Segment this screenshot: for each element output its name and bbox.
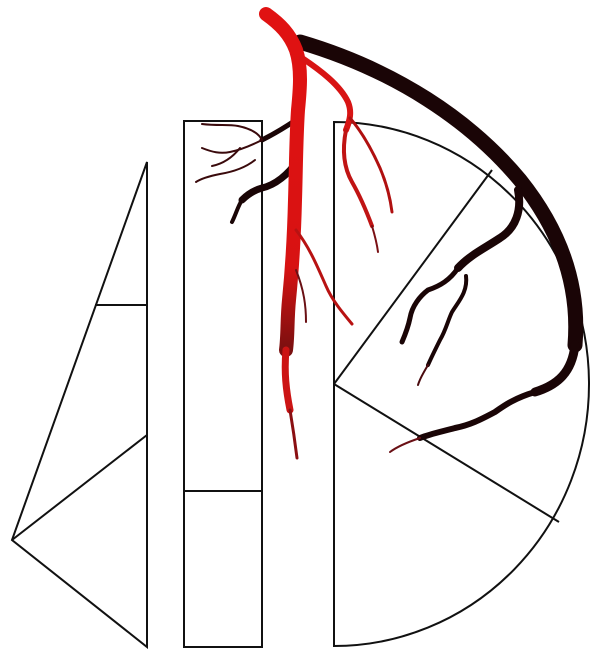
dark-vessel-left-upper-fine-1: [202, 140, 262, 153]
red-vessel-right-branch-tip: [372, 226, 378, 252]
dark-vessel-lower-tip: [390, 438, 420, 452]
left-wedge-divider-lower: [12, 435, 147, 540]
left-wedge-outline: [12, 162, 147, 647]
dark-vessel-left-upper-fine-2: [202, 124, 262, 140]
red-vessel-right-sub: [350, 118, 392, 212]
dark-vessel-branch-descending: [458, 190, 519, 268]
left-wedge: [12, 162, 147, 647]
dark-vessel-lower-trail: [420, 392, 535, 438]
right-half-disc-divider-upper: [334, 170, 492, 384]
red-vessel-lower-side: [296, 230, 352, 324]
dark-vessel-main-continuation: [535, 345, 575, 392]
dark-vessel-branch-descending-fine: [418, 365, 428, 385]
red-vessel-trunk-tip: [290, 410, 297, 458]
dark-vessel-left-upper-fine-3: [196, 160, 255, 182]
middle-column-outline: [184, 121, 262, 647]
middle-column: [184, 121, 262, 647]
dark-vessel-left-tail: [232, 200, 242, 222]
red-vessel-trunk-lower: [285, 350, 290, 410]
red-vessel-tree: [266, 14, 392, 458]
dark-vessel-tree: [196, 42, 576, 452]
right-half-disc-divider-lower: [334, 384, 559, 522]
red-vessel-right-branch: [302, 58, 350, 130]
